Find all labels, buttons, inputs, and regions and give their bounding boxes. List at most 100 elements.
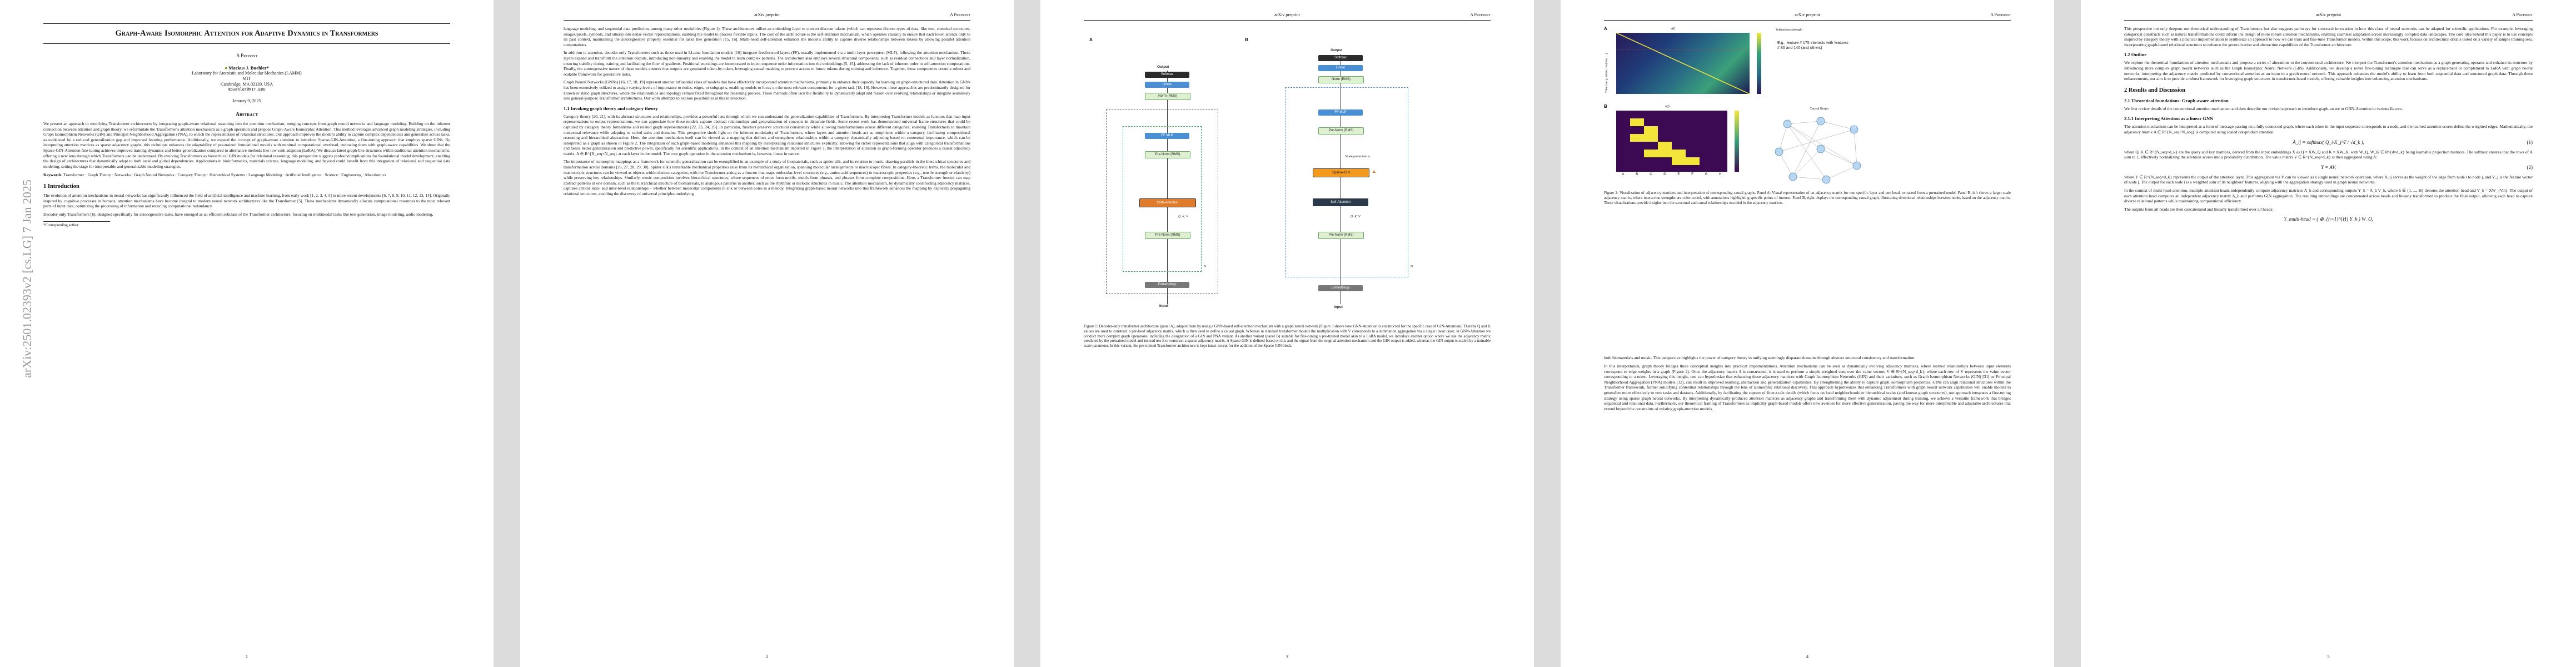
panel-b-label: B xyxy=(1245,37,1248,42)
fig2-colorbar xyxy=(1757,33,1761,94)
panel-b-scale: Scale parameter λ xyxy=(1345,155,1370,158)
panel-b-outer-box xyxy=(1285,87,1408,277)
page4-paragraph-2: In this interpretation, graph theory bri… xyxy=(1604,363,2011,411)
intro-heading: 1 Introduction xyxy=(43,183,79,190)
page-number: 1 xyxy=(245,654,248,659)
fig2-causal-graph xyxy=(1775,117,1861,184)
page2-paragraph-2: In addition to attention, decoder-only T… xyxy=(564,50,970,77)
author-email[interactable]: mbuehler@MIT.EDU xyxy=(228,88,266,92)
figure-2-caption: Figure 2: Visualization of adjacency mat… xyxy=(1604,191,2011,205)
section-1-1-heading: 1.1 Invoking graph theory and category t… xyxy=(564,105,658,111)
page-number: 2 xyxy=(765,654,769,659)
intro-paragraph-2: Decoder-only Transformers [6], designed … xyxy=(43,211,434,217)
panel-a-output: Output xyxy=(1157,65,1169,69)
fig2-heatmap-title: a(l) xyxy=(1671,27,1675,31)
page5-paragraph-7: In the context of multi-head attention, … xyxy=(2124,187,2533,204)
fig2-heatmap-diagonal xyxy=(1616,33,1750,94)
panel-a-prenorm-2: Pre-Norm (RMS) xyxy=(1145,232,1190,239)
figure-1: A Output Softmax Linear Norm (RMS) FF ML… xyxy=(1084,32,1491,321)
panel-b-qkv: Q, K, V xyxy=(1351,215,1361,218)
fig2-b-colorbar xyxy=(1735,111,1739,172)
panel-a-flow-line xyxy=(1167,71,1168,304)
page5-paragraph-3: We first review details of the conventio… xyxy=(2124,106,2403,111)
panel-b-sparse-gin: Sparse-GIN xyxy=(1313,168,1369,177)
panel-a-gnn-attention: GNN-Attention xyxy=(1139,198,1196,207)
preprint-label: A Preprint xyxy=(236,53,258,58)
paper-date: January 9, 2025 xyxy=(232,98,261,103)
fig2-graph-title: Causal Graph xyxy=(1810,107,1828,111)
panel-a-inner-box xyxy=(1123,126,1202,272)
panel-b-norm: Norm (RMS) xyxy=(1318,76,1364,83)
panel-b-input: Input xyxy=(1334,305,1343,309)
abstract-text: We present an approach to modifying Tran… xyxy=(43,121,450,169)
panel-a-nx: N xyxy=(1204,265,1206,268)
equation-2: Y = AV,(2) xyxy=(2320,164,2533,170)
page2-paragraph-1: language modeling, and sequential data p… xyxy=(564,26,970,47)
page4-paragraph-1: both biomaterials and music. This perspe… xyxy=(1604,355,1916,361)
page5-paragraph-8: The outputs from all heads are then conc… xyxy=(2124,206,2274,212)
figure-2: A a(l) Token (e.g. atom, residue, ...) I… xyxy=(1604,26,2011,187)
page-number: 5 xyxy=(2327,654,2330,659)
panel-a-softmax: Softmax xyxy=(1145,72,1189,78)
page5-paragraph-2: We explore the theoretical foundations o… xyxy=(2124,60,2533,82)
panel-b-nx: N xyxy=(1411,265,1413,268)
affiliation-1: MIT xyxy=(242,76,251,81)
affiliation-0: Laboratory for Atomistic and Molecular M… xyxy=(192,71,302,76)
page2-paragraph-5: The importance of isomorphic mappings as… xyxy=(564,159,970,197)
panel-b-prenorm-1: Pre-Norm (RMS) xyxy=(1318,127,1364,135)
panel-a-linear: Linear xyxy=(1145,82,1189,88)
section-2-heading: 2 Results and Discussion xyxy=(2124,87,2185,93)
section-2-1-1-heading: 2.1.1 Interpreting Attention as a linear… xyxy=(2124,116,2214,122)
fig2-panel-a-label: A xyxy=(1604,26,1607,31)
fig2-panel-b-label: B xyxy=(1604,104,1607,109)
fig2-b-title: a(l) xyxy=(1665,105,1670,108)
panel-b-embeddings: Embeddings xyxy=(1318,285,1363,291)
page2-paragraph-3: Graph Neural Networks (GNNs) [16, 17, 18… xyxy=(564,79,970,101)
page-number: 4 xyxy=(1806,654,1809,659)
affiliation-2: Cambridge, MA 02139, USA xyxy=(221,82,273,87)
panel-a-label: A xyxy=(1089,37,1093,42)
panel-a-norm: Norm (RMS) xyxy=(1145,93,1190,100)
page-1: arXiv:2501.02393v2 [cs.LG] 7 Jan 2025 Gr… xyxy=(0,0,494,667)
page5-paragraph-5: where Q, K ∈ R^{N_seq×d_k} are the query… xyxy=(2124,149,2533,160)
fig2-ylabel: Token (e.g. atom, residue, ...) xyxy=(1605,53,1608,93)
panel-a-embeddings: Embeddings xyxy=(1145,282,1189,288)
paper-title: Graph-Aware Isomorphic Attention for Ada… xyxy=(43,23,450,44)
fig2-annotation: E.g., feature # 175 interacts with featu… xyxy=(1777,41,1848,50)
panel-a-input: Input xyxy=(1159,304,1168,308)
panel-b-ff-mlp: FF MLP xyxy=(1318,109,1363,116)
abstract-heading: Abstract xyxy=(235,112,258,118)
panel-a-prenorm-1: Pre-Norm (RMS) xyxy=(1145,151,1190,158)
footnote: *Corresponding author. xyxy=(43,221,110,227)
page-number: 3 xyxy=(1285,654,1289,659)
section-1-2-heading: 1.2 Outline xyxy=(2124,52,2147,58)
intro-paragraph-1: The evolution of attention mechanisms in… xyxy=(43,192,450,209)
page5-paragraph-1: This perspective not only deepens our th… xyxy=(2124,26,2533,47)
arxiv-identifier[interactable]: arXiv:2501.02393v2 [cs.LG] 7 Jan 2025 xyxy=(20,180,34,378)
panel-a-qkv: Q, K, V xyxy=(1178,215,1188,218)
figure-1-caption: Figure 1: Decoder-only transformer archi… xyxy=(1084,324,1491,349)
fig2-b-matrix xyxy=(1616,111,1727,172)
page5-paragraph-6: where Y ∈ R^{N_seq×d_k} represents the o… xyxy=(2124,174,2533,185)
keywords: Keywords Transformer · Graph Theory · Ne… xyxy=(43,172,386,178)
panel-b-linear: Linear xyxy=(1318,65,1363,71)
page2-paragraph-4: Category theory [20, 21], with its abstr… xyxy=(564,113,970,156)
fig2-colorbar-label: Interaction strength xyxy=(1776,28,1803,32)
page5-paragraph-4: The attention mechanism can be interpret… xyxy=(2124,124,2533,135)
equation-3: Y_multi-head = ( ⊕_{h=1}^{H} Y_h ) W_O, xyxy=(2284,216,2373,222)
panel-a-ff-mlp: FF MLP xyxy=(1145,133,1189,139)
section-2-1-heading: 2.1 Theoretical foundations: Graph-aware… xyxy=(2124,97,2229,103)
panel-b-self-attention: Self-Attention xyxy=(1313,198,1368,206)
panel-b-prenorm-2: Pre-Norm (RMS) xyxy=(1318,232,1364,239)
panel-b-output: Output xyxy=(1331,48,1343,52)
panel-b-softmax: Softmax xyxy=(1318,55,1363,61)
